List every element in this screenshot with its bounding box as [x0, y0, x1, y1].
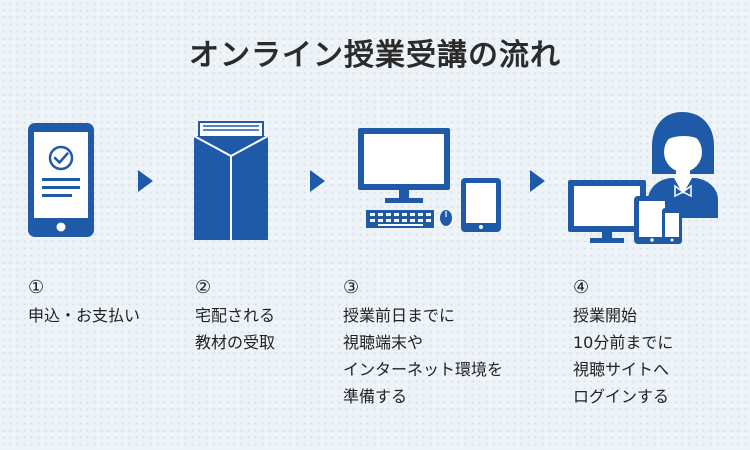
step-number: ② — [195, 277, 212, 298]
step-text-line: インターネット環境を — [343, 360, 504, 379]
step-text-line: 宅配される — [195, 306, 276, 325]
step-4: ④ 授業開始 10分前までに 視聴サイトへ ログインする — [573, 276, 673, 410]
step-3: ③ 授業前日までに 視聴端末や インターネット環境を 準備する — [343, 276, 503, 410]
step-text-line: ログインする — [573, 387, 670, 406]
smartphone-check-icon — [28, 123, 94, 237]
step-text-line: 視聴サイトへ — [573, 360, 670, 379]
student-with-devices-icon — [568, 112, 718, 244]
step-text-line: 授業開始 — [573, 306, 638, 325]
arrow-right-icon — [530, 170, 545, 192]
step-text-line: 教材の受取 — [195, 333, 276, 352]
step-number: ① — [28, 277, 45, 298]
step-text-line: 10分前までに — [573, 333, 674, 352]
step-2: ② 宅配される 教材の受取 — [195, 276, 275, 356]
step-text-line: 準備する — [343, 387, 408, 406]
step-text-line: 授業前日までに — [343, 306, 456, 325]
step-1: ① 申込・お支払い — [28, 276, 140, 329]
envelope-with-books-icon — [193, 121, 269, 240]
step-number: ③ — [343, 277, 360, 298]
arrow-right-icon — [310, 170, 325, 192]
step-text-line: 視聴端末や — [343, 333, 424, 352]
step-text-line: 申込・お支払い — [28, 306, 141, 325]
page-title: オンライン授業受講の流れ — [189, 38, 561, 73]
arrow-right-icon — [138, 170, 153, 192]
desktop-and-tablet-icon — [358, 128, 501, 232]
step-number: ④ — [573, 277, 590, 298]
